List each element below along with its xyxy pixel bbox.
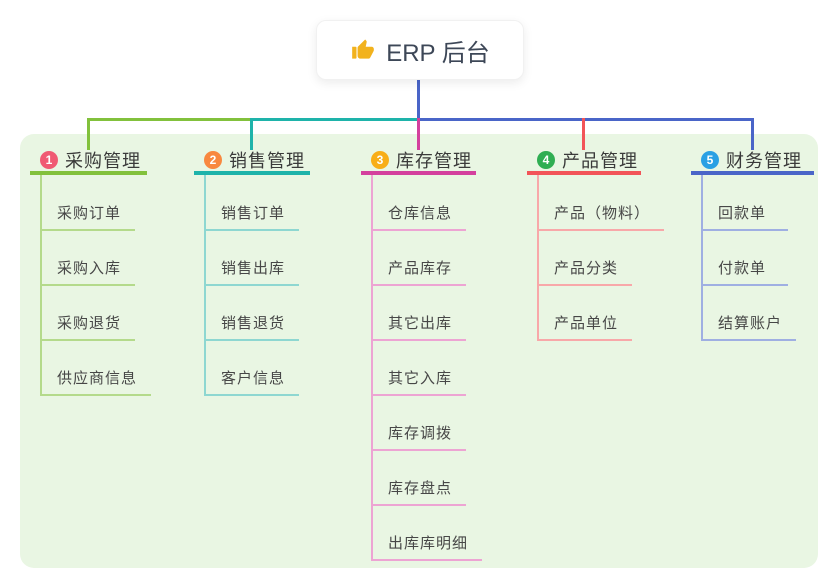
child-node-product-material[interactable]: 产品（物料）	[537, 201, 665, 231]
connector-drop-inventory	[417, 118, 420, 150]
branch-number-badge: 4	[537, 150, 555, 169]
branch-title: 产品管理	[562, 150, 638, 171]
branch-title: 财务管理	[726, 150, 802, 171]
branch-header-finance[interactable]: 5 财务管理	[691, 148, 814, 175]
child-node-product-category[interactable]: 产品分类	[537, 256, 633, 286]
branch-header-purchase[interactable]: 1 采购管理	[30, 148, 147, 175]
branch-title: 销售管理	[229, 150, 305, 171]
root-connector-line	[417, 78, 420, 119]
connector-horizontal-green	[87, 118, 253, 121]
branch-number-badge: 3	[371, 150, 389, 169]
branch-title: 库存管理	[396, 150, 472, 171]
connector-horizontal-blue	[417, 118, 754, 121]
branch-child-line	[537, 175, 539, 341]
child-node-purchase-inbound[interactable]: 采购入库	[40, 256, 136, 286]
branch-number-badge: 2	[204, 150, 222, 169]
connector-drop-purchase	[87, 118, 90, 150]
child-node-settlement-account[interactable]: 结算账户	[701, 311, 797, 341]
branches-panel	[20, 134, 818, 568]
child-node-sales-outbound[interactable]: 销售出库	[204, 256, 300, 286]
root-title: ERP 后台	[386, 39, 490, 67]
branch-header-product[interactable]: 4 产品管理	[527, 148, 641, 175]
branch-header-inventory[interactable]: 3 库存管理	[361, 148, 476, 175]
branch-child-line	[701, 175, 703, 341]
branch-number-badge: 5	[701, 150, 719, 169]
child-node-supplier-info[interactable]: 供应商信息	[40, 366, 152, 396]
child-node-purchase-return[interactable]: 采购退货	[40, 311, 136, 341]
child-node-stock-transfer[interactable]: 库存调拨	[371, 421, 467, 451]
child-node-outbound-detail[interactable]: 出库库明细	[371, 531, 483, 561]
branch-child-line	[371, 175, 373, 561]
child-node-product-unit[interactable]: 产品单位	[537, 311, 633, 341]
child-node-payment-bill[interactable]: 付款单	[701, 256, 788, 286]
child-node-product-stock[interactable]: 产品库存	[371, 256, 467, 286]
child-node-sales-return[interactable]: 销售退货	[204, 311, 300, 341]
branch-title: 采购管理	[65, 150, 141, 171]
connector-horizontal-teal	[251, 118, 419, 121]
thumbs-up-icon	[350, 37, 376, 63]
child-node-other-outbound[interactable]: 其它出库	[371, 311, 467, 341]
root-node[interactable]: ERP 后台	[316, 20, 524, 80]
child-node-stock-taking[interactable]: 库存盘点	[371, 476, 467, 506]
branch-header-sales[interactable]: 2 销售管理	[194, 148, 310, 175]
connector-drop-finance	[751, 118, 754, 150]
child-node-customer-info[interactable]: 客户信息	[204, 366, 300, 396]
child-node-sales-order[interactable]: 销售订单	[204, 201, 300, 231]
child-node-purchase-order[interactable]: 采购订单	[40, 201, 136, 231]
connector-drop-product	[582, 118, 585, 150]
branch-number-badge: 1	[40, 150, 58, 169]
child-node-other-inbound[interactable]: 其它入库	[371, 366, 467, 396]
child-node-receipt-bill[interactable]: 回款单	[701, 201, 788, 231]
connector-drop-sales	[250, 118, 253, 150]
child-node-warehouse-info[interactable]: 仓库信息	[371, 201, 467, 231]
